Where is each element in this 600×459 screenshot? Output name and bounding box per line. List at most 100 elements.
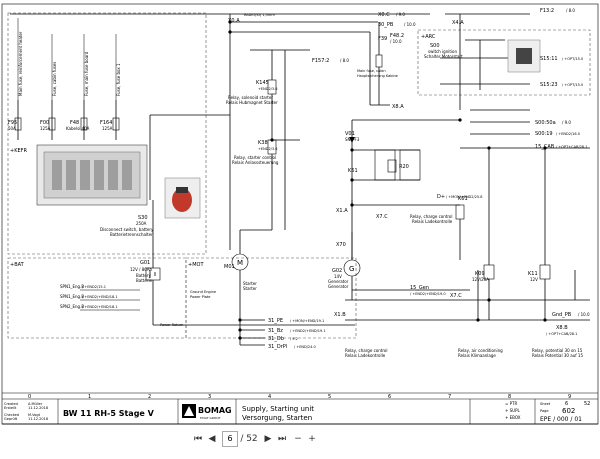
k11-tag: K11 (528, 271, 538, 277)
fuse-desc-1: Main fuse, reinforcement heater (18, 31, 23, 96)
ref-31pe: 31_PE (268, 318, 283, 324)
fuse-f00-val: 125A (40, 126, 51, 131)
created-by: A.Müller (28, 402, 43, 406)
r20-tag: R20 (399, 164, 409, 170)
grid-col-0: 0 (28, 394, 31, 400)
k145-sub: +END2/3.6 (258, 87, 277, 91)
ref-s1523: S15:23 (540, 82, 558, 88)
ref-30pb: 30_PB (378, 22, 394, 28)
brand-sub: FAYAT GROUP (200, 416, 220, 420)
page-title-de: Versorgung, Starten (242, 414, 312, 422)
f39-tag: F39 (378, 36, 387, 42)
fuse-f164-tag: F164 (100, 120, 112, 126)
pdf-viewer-toolbar: ⏮ ◀ 6 / 52 ▶ ⏭ − + (0, 425, 600, 459)
k11-desc-2: Relais Potential 30 auf 15 (532, 353, 583, 358)
g02-line-3: Generator (328, 284, 349, 289)
page-title-en: Supply, Starting unit (242, 405, 314, 413)
x1b-tag: X1.B (334, 312, 346, 318)
machine-title: BW 11 RH-5 Stage V (63, 409, 155, 418)
k09-tag: K09 (475, 271, 485, 277)
ref-dplus: D+ (437, 194, 445, 200)
brand-name: BOMAG (198, 406, 232, 415)
ref-31pe-target: / +MON/+END/19.1 (290, 319, 324, 323)
k145-desc-2: Relais Hubmagnet Starter (226, 100, 278, 105)
page-input[interactable]: 6 (222, 431, 238, 447)
ref-15cab-target: / +OPT+CAB/28.1 (556, 145, 587, 149)
k38-sub: +END2/3.6 (258, 147, 277, 151)
fuse-desc-2: Fuse, cabin fuses (52, 62, 57, 96)
code-ebox: + EBOX (505, 415, 521, 420)
spn-3-ref: / +END2/+END/18.1 (82, 305, 118, 309)
spn-3-tag: SPN2_Eng.B (60, 304, 84, 309)
k61-tag: K61 (348, 168, 358, 174)
g01-line-3: Batterie (136, 278, 153, 283)
first-page-button[interactable]: ⏮ (193, 434, 203, 444)
ref-gndpb-target: / 10.0 (578, 312, 590, 317)
ref-x0c-target: / 9.0 (396, 12, 405, 17)
g02-tag: G02 (332, 268, 342, 274)
prev-page-button[interactable]: ◀ (208, 434, 216, 444)
ref-f482-target: / 10.0 (390, 39, 402, 44)
k09-val: 12V/20A (472, 277, 489, 282)
ignition-switch-photo (516, 48, 532, 64)
grid-col-1: 1 (88, 394, 91, 400)
grid-col-9: 9 (568, 394, 571, 400)
page-number: 602 (562, 407, 575, 415)
ref-31db-target: / 9.2 (290, 337, 298, 341)
spn-1-tag: SPN1_Eng.B (60, 284, 84, 289)
k38-tag: K38 (258, 140, 268, 146)
x4a-tag: X4.A (452, 20, 464, 26)
ref-31drpl: 31_DrPl (268, 344, 287, 350)
s00-tag: S00 (430, 43, 440, 49)
ground-label-3: Power Return (160, 323, 183, 327)
created-de: Erstellt (4, 406, 17, 410)
zoom-out-button[interactable]: − (294, 434, 302, 444)
zoom-in-button[interactable]: + (308, 434, 316, 444)
ref-f482: F48.2 (390, 33, 404, 39)
spn-2-tag: SPN1_Eng.B (60, 294, 84, 299)
grid-col-6: 6 (388, 394, 391, 400)
next-page-button[interactable]: ▶ (264, 434, 272, 444)
f39-val-2: Hauptsicherung Kabine (357, 74, 398, 78)
fuse-block-image (52, 160, 132, 190)
fuse-f95-tag: F95 (8, 120, 17, 126)
s30-desc-2: Batterietrennschalter (110, 232, 153, 237)
ref-s0019: S00:19 (535, 131, 553, 137)
last-page-button[interactable]: ⏭ (277, 434, 287, 444)
spn-2-ref: / +END2/+END/18.1 (82, 295, 118, 299)
v01-val: SN1-F3 (345, 137, 360, 142)
g01-line-1: 12V / 80Ah (130, 267, 153, 272)
v01-tag: V01 (345, 131, 355, 137)
page-total: / 52 (240, 434, 258, 444)
grid-col-4: 4 (268, 394, 271, 400)
fuse-desc-3: Fuse, main fuse board (84, 51, 89, 96)
ref-s0050a-target: / 9.0 (562, 120, 571, 125)
g01-tag: G01 (140, 260, 150, 266)
checked-label: Checked (4, 413, 19, 417)
ref-dplus-target: / +MON/+END2/25.8 (446, 195, 482, 199)
ref-f13-target: / 8.0 (566, 8, 575, 13)
k09-desc-1: Relay, air conditioning (458, 348, 503, 353)
code-ptr: = PTR (505, 401, 517, 406)
k11-val: 12V (530, 277, 538, 282)
mot-label: +MOT (188, 262, 204, 268)
s00-desc-2: Schalter Motorstart (424, 54, 463, 59)
ref-s1511: S15:11 (540, 56, 558, 62)
created-label: Created (4, 402, 18, 406)
created-date: 11.12.2018 (28, 406, 48, 410)
svg-text:G: G (349, 265, 354, 273)
kefr-label: +KEFR (10, 148, 28, 154)
ref-15gen-target: / +END2/+END/19.0 (410, 292, 446, 296)
checked-by: M.Vogt (28, 413, 41, 417)
ref-31bz-target: / +END2/+END/19.1 (290, 329, 326, 333)
g01-line-2: Battery (136, 273, 151, 278)
ref-15cab: 15_CAB (535, 144, 555, 150)
x7c2-tag: X7.C (450, 293, 462, 299)
checked-date: 11.12.2018 (28, 417, 48, 421)
k145-desc-1: Relay, solenoid starter (228, 95, 273, 100)
s00-desc-1: switch ignition (428, 49, 457, 54)
s30-tag: S30 (138, 215, 148, 221)
fuse-desc-4: Fuse, fuse box 1 (116, 63, 121, 96)
ref-x8b-target: / +OPT+CAB/28.1 (546, 332, 577, 336)
